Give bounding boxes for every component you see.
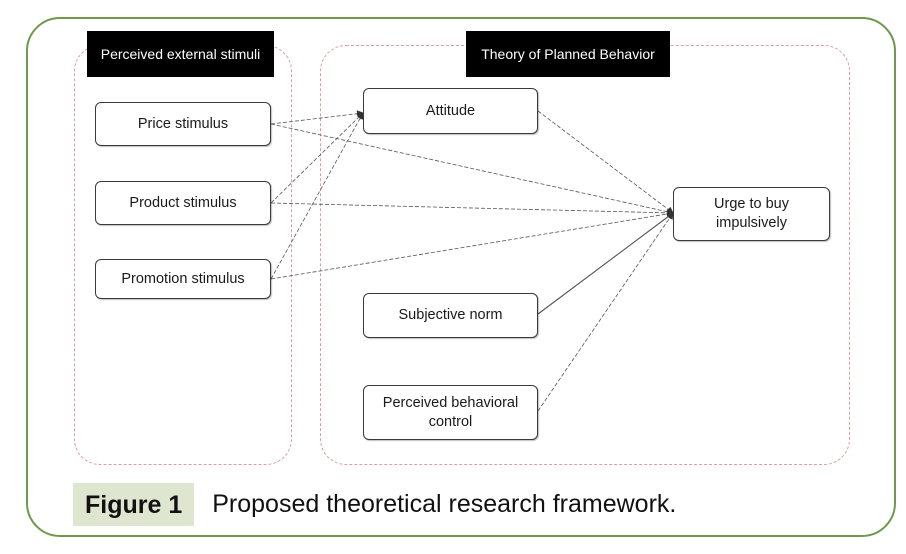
urge-to-buy-node: Urge to buy impulsively <box>673 187 830 241</box>
edge-product-to-attitude <box>270 112 364 204</box>
figure-frame <box>26 17 896 537</box>
subjective-norm-node: Subjective norm <box>363 293 538 338</box>
attitude-node: Attitude <box>363 88 538 134</box>
external-stimuli-header: Perceived external stimuli <box>87 31 274 77</box>
figure-caption: Figure 1 Proposed theoretical research f… <box>73 483 676 526</box>
urge-to-buy-label: Urge to buy impulsively <box>714 196 789 231</box>
figure-label: Figure 1 <box>73 483 195 526</box>
edge-product-to-urge <box>270 202 674 217</box>
edge-promotion-to-urge <box>270 210 674 280</box>
edge-pbc-to-urge <box>537 212 674 412</box>
price-stimulus-node: Price stimulus <box>95 102 271 146</box>
attitude-label: Attitude <box>425 102 476 119</box>
edge-attitude-to-urge <box>537 110 674 214</box>
product-stimulus-node: Product stimulus <box>95 181 271 225</box>
edge-price-to-attitude <box>270 110 364 125</box>
subjective-norm-label: Subjective norm <box>398 307 503 323</box>
price-stimulus-label: Price stimulus <box>137 115 229 132</box>
promotion-stimulus-node: Promotion stimulus <box>95 259 271 299</box>
perceived-behavioral-control-node: Perceived behavioral control <box>363 385 538 440</box>
edge-price-to-urge <box>270 123 674 216</box>
perceived-behavioral-control-label: Perceived behavioral control <box>382 394 519 430</box>
edge-promotion-to-attitude <box>270 112 364 280</box>
product-stimulus-label: Product stimulus <box>129 194 237 211</box>
tpb-header: Theory of Planned Behavior <box>466 31 670 77</box>
edge-subjective-to-urge <box>537 212 674 315</box>
figure-caption-text: Proposed theoretical research framework. <box>212 490 677 518</box>
promotion-stimulus-label: Promotion stimulus <box>121 270 245 287</box>
